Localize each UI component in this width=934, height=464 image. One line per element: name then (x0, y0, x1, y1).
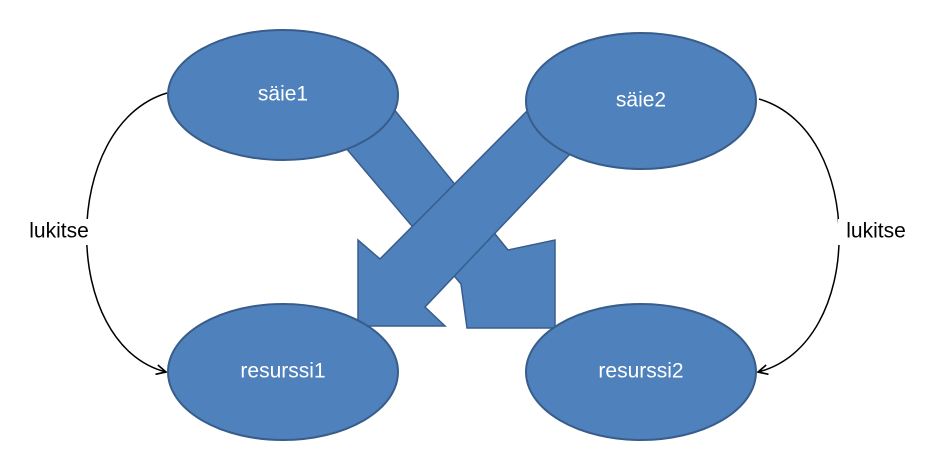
edge-left-label: lukitse (29, 220, 89, 243)
node-resource1-label: resurssi1 (240, 360, 325, 383)
edge-right-label: lukitse (846, 220, 906, 243)
connector-right-lock (758, 98, 840, 372)
node-thread1-label: säie1 (258, 83, 308, 106)
connector-left-lock (85, 92, 167, 372)
node-thread1: säie1 (167, 29, 399, 161)
arrow-thread2-to-resource1 (357, 110, 574, 327)
node-thread2: säie2 (525, 32, 757, 170)
node-resource2: resurssi2 (525, 303, 757, 441)
node-thread2-label: säie2 (616, 89, 666, 112)
node-resource2-label: resurssi2 (598, 360, 683, 383)
node-resource1: resurssi1 (167, 303, 399, 441)
